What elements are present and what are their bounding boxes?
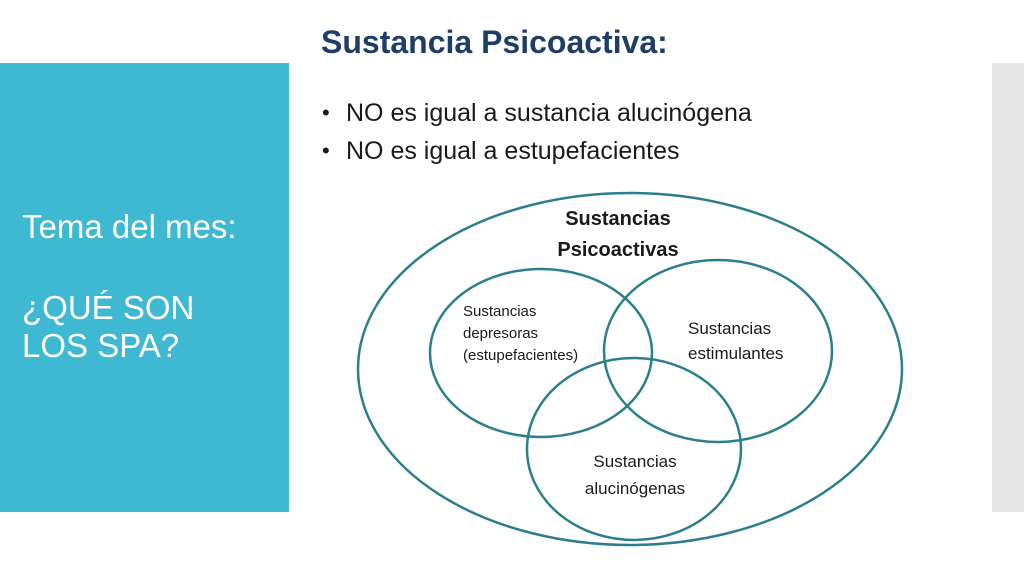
bullet-text: NO es igual a sustancia alucinógena	[346, 99, 752, 127]
topic-question-line2: LOS SPA?	[22, 327, 180, 364]
outer-label-line2: Psicoactivas	[557, 239, 678, 261]
estimulantes-label-line1: Sustancias	[688, 319, 771, 338]
depresoras-label-line3: (estupefacientes)	[463, 347, 578, 364]
alucinogenas-label-line2: alucinógenas	[585, 479, 685, 498]
circle-depresoras	[428, 267, 654, 439]
topic-label: Tema del mes:	[22, 208, 237, 245]
bullet-item: • NO es igual a sustancia alucinógena	[322, 94, 752, 132]
estimulantes-label-line2: estimulantes	[688, 344, 783, 363]
outer-circle-psicoactivas	[356, 191, 904, 547]
circle-estimulantes	[602, 258, 834, 444]
circle-alucinogenas	[525, 356, 743, 542]
bullet-icon: •	[322, 138, 330, 163]
alucinogenas-label-line1: Sustancias	[593, 452, 676, 471]
depresoras-label-line2: depresoras	[463, 325, 538, 342]
depresoras-label-line1: Sustancias	[463, 303, 536, 320]
bullet-text: NO es igual a estupefacientes	[346, 137, 680, 165]
right-decor-strip	[992, 63, 1024, 512]
bullet-list: • NO es igual a sustancia alucinógena • …	[322, 94, 752, 170]
topic-question-line1: ¿QUÉ SON	[22, 289, 195, 326]
outer-label-line1: Sustancias	[565, 208, 671, 230]
bullet-item: • NO es igual a estupefacientes	[322, 132, 752, 170]
topic-panel: Tema del mes: ¿QUÉ SON LOS SPA?	[0, 63, 289, 512]
slide-title: Sustancia Psicoactiva:	[321, 24, 668, 60]
bullet-icon: •	[322, 100, 330, 125]
